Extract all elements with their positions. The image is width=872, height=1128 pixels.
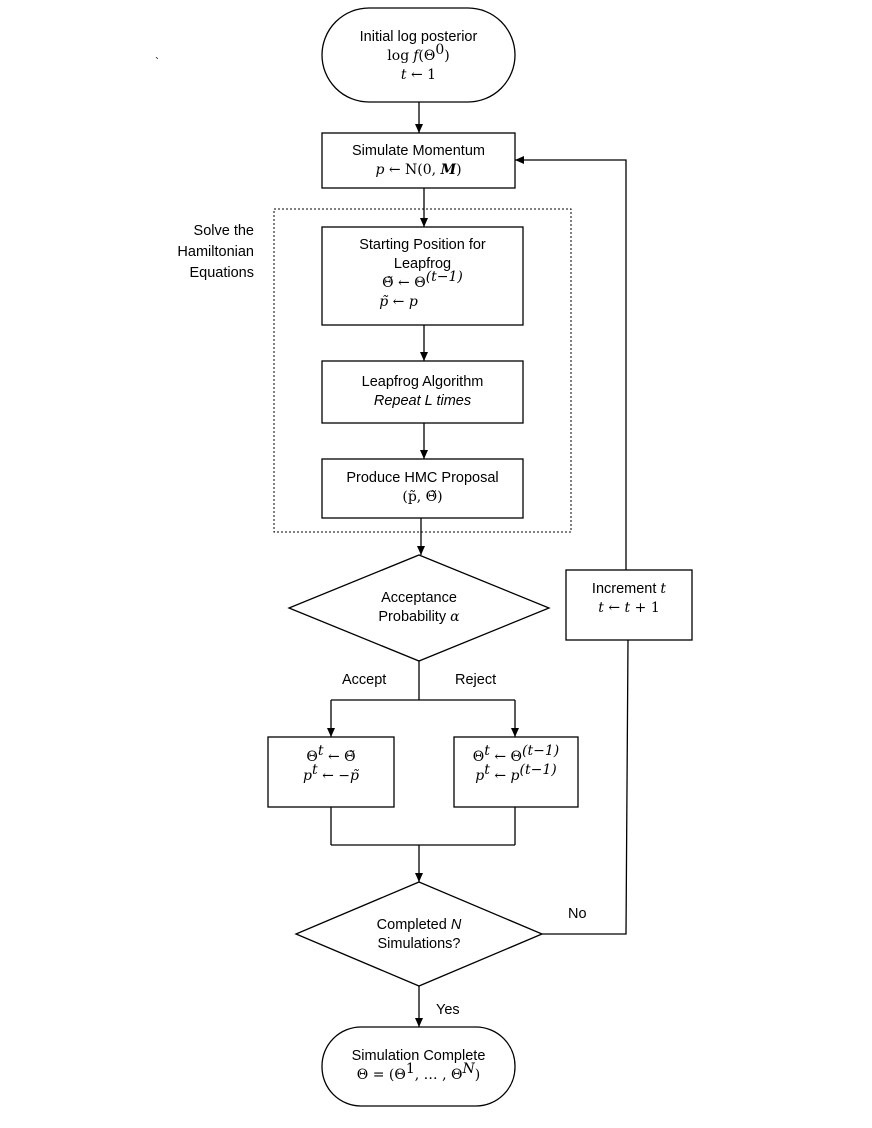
- reject-update-shape: [453, 736, 579, 808]
- reject-p-assign: pt ← p(t−1): [475, 762, 557, 784]
- completed-line1: Completed N: [376, 917, 462, 933]
- acceptance-line1: Acceptance: [381, 590, 457, 606]
- hamiltonian-group-frame: [273, 208, 572, 533]
- momentum-node-shape: [321, 132, 516, 189]
- accept-label: Accept: [342, 672, 387, 688]
- momentum-node: Simulate Momentum p ← N(0, M): [322, 142, 515, 180]
- complete-formula: Θ = (Θ1, … , ΘN): [356, 1061, 481, 1083]
- completed-decision: Completed N Simulations?: [296, 916, 542, 954]
- initial-node: Initial log posterior log f(Θ0) t ← 1: [322, 28, 515, 85]
- proposal-title: Produce HMC Proposal: [346, 470, 499, 486]
- stray-mark: `: [155, 55, 159, 69]
- group-label: Solve the Hamiltonian Equations: [150, 221, 254, 284]
- momentum-formula: p ← N(0, M): [375, 162, 462, 178]
- acceptance-decision: Acceptance Probability α: [289, 589, 549, 627]
- proposal-node-shape: [321, 458, 524, 519]
- proposal-formula: (p̃, Θ̃): [402, 489, 443, 505]
- group-label-line3: Equations: [189, 265, 255, 281]
- start-line1: Starting Position for: [359, 237, 486, 253]
- increment-title: Increment t: [591, 581, 667, 597]
- increment-node: Increment t t ← t + 1: [566, 580, 692, 618]
- accept-update: Θt ← Θ̃ pt ← −p̃: [268, 743, 394, 786]
- start-p-assign: p̃ ← p: [379, 294, 418, 310]
- reject-update: Θt ← Θ(t−1) pt ← p(t−1): [454, 743, 578, 786]
- complete-title: Simulation Complete: [351, 1048, 486, 1064]
- start-node: Starting Position for Leapfrog Θ̃ ← Θ(t−…: [322, 236, 523, 312]
- leapfrog-node: Leapfrog Algorithm Repeat L times: [322, 373, 523, 411]
- start-theta-assign: Θ̃ ← Θ(t−1): [382, 269, 463, 291]
- start-line2: Leapfrog: [393, 256, 452, 272]
- group-label-line1: Solve the: [193, 223, 254, 239]
- initial-formula: log f(Θ0): [387, 42, 450, 64]
- completed-line2: Simulations?: [377, 936, 461, 952]
- proposal-node: Produce HMC Proposal (p̃, Θ̃): [322, 469, 523, 507]
- group-label-line2: Hamiltonian: [177, 244, 254, 260]
- initial-title: Initial log posterior: [359, 29, 478, 45]
- leapfrog-node-shape: [321, 360, 524, 424]
- accept-p-assign: pt ← −p̃: [303, 762, 359, 784]
- accept-update-shape: [267, 736, 395, 808]
- acceptance-line2: Probability α: [378, 609, 460, 625]
- start-node-shape: [321, 226, 524, 326]
- increment-formula: t ← t + 1: [598, 600, 660, 616]
- reject-label: Reject: [455, 672, 497, 688]
- accept-theta-assign: Θt ← Θ̃: [306, 743, 356, 765]
- edge-no-to-increment: [542, 639, 629, 935]
- yes-label: Yes: [436, 1002, 460, 1018]
- initial-counter: t ← 1: [400, 67, 437, 83]
- reject-theta-assign: Θt ← Θ(t−1): [472, 743, 560, 765]
- leapfrog-title: Leapfrog Algorithm: [361, 374, 484, 390]
- complete-node: Simulation Complete Θ = (Θ1, … , ΘN): [322, 1047, 515, 1085]
- increment-node-shape: [565, 569, 693, 641]
- edge-increment-to-momentum: [515, 156, 627, 570]
- leapfrog-subtitle: Repeat L times: [373, 393, 472, 409]
- no-label: No: [568, 906, 587, 922]
- momentum-title: Simulate Momentum: [352, 143, 485, 159]
